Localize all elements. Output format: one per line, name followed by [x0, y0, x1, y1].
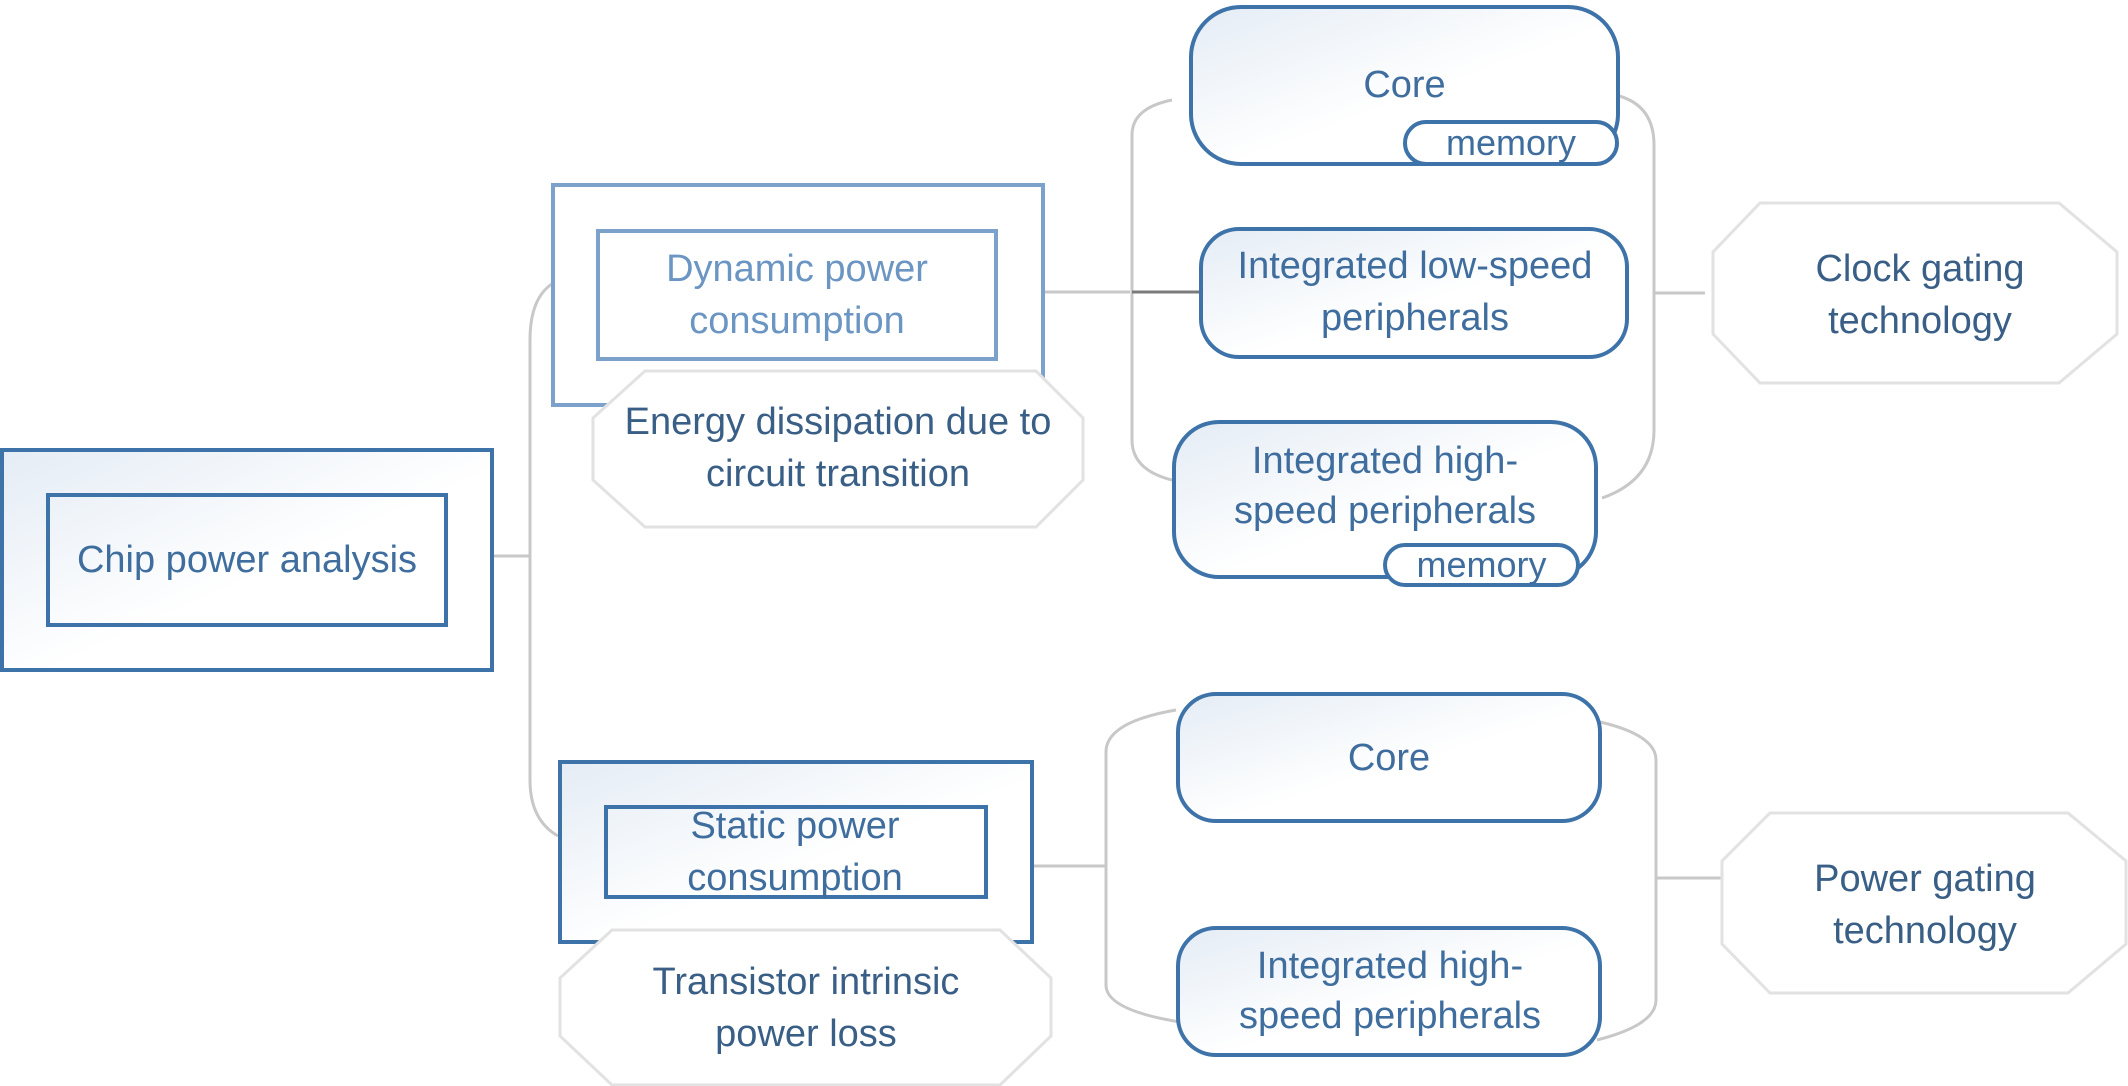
dyn-high-label: Integrated high-speed peripherals [1233, 440, 1537, 532]
clock-label: Clock gating technology [1815, 248, 2025, 342]
st-core-box [1176, 692, 1602, 823]
power-octagon [1720, 811, 2128, 995]
dyn-low-label: Integrated low-speed peripherals [1237, 245, 1593, 339]
dyn-high-box [1172, 420, 1598, 579]
dyn-high-memory-label: memory [1416, 544, 1547, 585]
root-bracket [528, 280, 559, 838]
dyn-core-memory-label: memory [1445, 122, 1576, 163]
static-inner-frame [604, 805, 988, 899]
st-core-label: Core [1347, 736, 1431, 779]
dyn-high-memory-tag [1383, 543, 1580, 587]
dyn-core-label: Core [1363, 64, 1446, 106]
dynamic-outer-frame [551, 183, 1045, 407]
static-outer-frame [558, 760, 1034, 944]
dynamic-note-octagon [591, 369, 1085, 529]
dyn-low-box [1199, 227, 1629, 359]
st-high-box [1176, 926, 1602, 1057]
dynamic-label: Dynamic power consumption [666, 248, 928, 342]
connectors [482, 91, 1721, 1042]
dynamic-bracket [1130, 98, 1173, 482]
root-label: Chip power analysis [76, 539, 418, 581]
dynamic-note: Energy dissipation due to circuit transi… [624, 401, 1052, 495]
st-high-label: Integrated high-speed peripherals [1238, 945, 1542, 1037]
root-outer-frame [0, 448, 494, 672]
static-right-bracket [1596, 720, 1658, 1042]
dynamic-right-bracket [1601, 91, 1656, 500]
static-label: Static power consumption [687, 805, 903, 899]
clock-octagon [1711, 201, 2119, 385]
root-inner-frame [46, 493, 448, 627]
power-label: Power gating technology [1814, 858, 2036, 952]
dyn-core-memory-tag [1403, 120, 1619, 166]
static-note-octagon [558, 928, 1053, 1086]
dynamic-inner-frame [596, 229, 998, 361]
static-bracket [1104, 708, 1181, 1024]
static-note: Transistor intrinsic power loss [652, 961, 960, 1055]
